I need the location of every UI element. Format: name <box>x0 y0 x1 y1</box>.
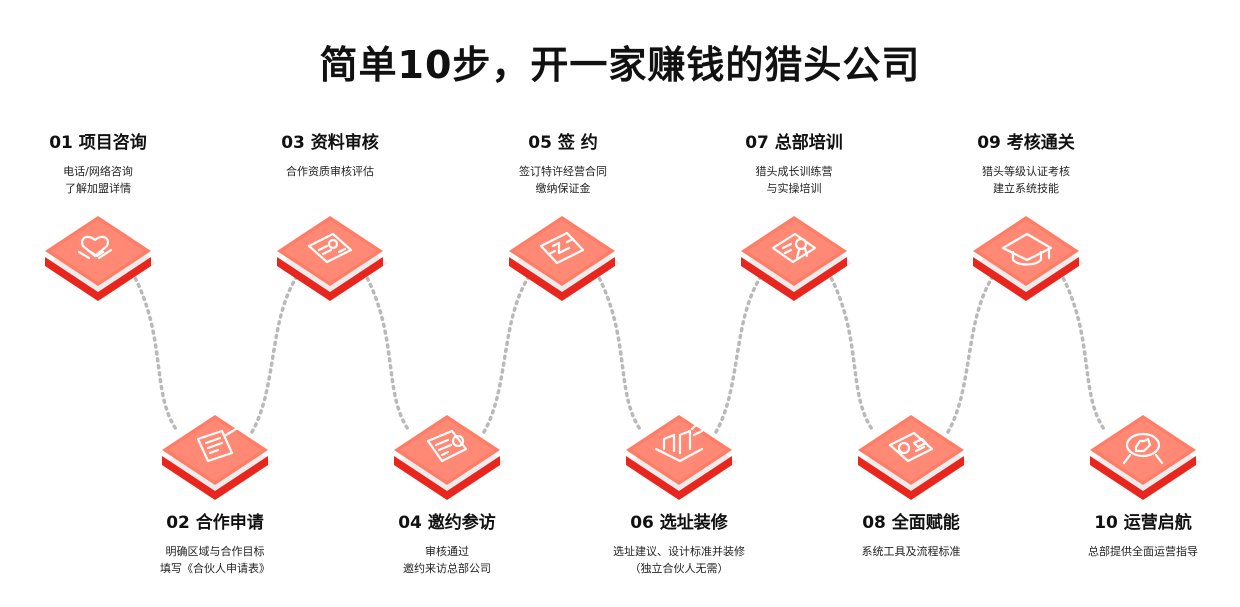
step-title: 05 签 约 <box>528 133 598 153</box>
step-06-text: 06 选址装修 选址建议、设计标准并装修 （独立合伙人无需） <box>579 508 779 577</box>
step-desc-line: 建立系统技能 <box>993 182 1059 195</box>
step-title: 01 项目咨询 <box>49 133 147 153</box>
step-05-tile <box>497 206 627 310</box>
step-02-tile <box>150 405 280 509</box>
step-desc-line: 邀约来访总部公司 <box>403 562 491 575</box>
step-07-text: 07 总部培训 猎头成长训练营 与实操培训 <box>694 128 894 197</box>
system-tools-icon <box>858 415 969 500</box>
step-desc-line: 猎头成长训练营 <box>755 165 833 178</box>
step-title: 08 全面赋能 <box>862 513 960 533</box>
step-desc-line: 选址建议、设计标准并装修 <box>613 545 745 558</box>
step-desc-line: 电话/网络咨询 <box>63 165 133 178</box>
step-desc-line: 缴纳保证金 <box>535 182 591 195</box>
step-desc-line: 填写《合伙人申请表》 <box>160 562 270 575</box>
step-09-tile <box>961 206 1091 310</box>
step-desc-line: 了解加盟详情 <box>65 182 131 195</box>
step-06-tile <box>614 405 744 509</box>
building-tools-icon <box>626 415 737 500</box>
training-certificate-icon <box>741 216 852 301</box>
step-desc-line: 签订特许经营合同 <box>519 165 607 178</box>
step-03-tile <box>265 206 395 310</box>
step-title: 04 邀约参访 <box>398 513 496 533</box>
step-02-text: 02 合作申请 明确区域与合作目标 填写《合伙人申请表》 <box>115 508 315 577</box>
step-title: 06 选址装修 <box>630 513 728 533</box>
step-title: 02 合作申请 <box>166 513 264 533</box>
step-03-text: 03 资料审核 合作资质审核评估 <box>230 128 430 180</box>
application-form-icon <box>162 415 273 500</box>
step-05-text: 05 签 约 签订特许经营合同 缴纳保证金 <box>463 128 663 197</box>
step-04-tile <box>382 405 512 509</box>
step-desc-line: 与实操培训 <box>766 182 822 195</box>
step-01-tile <box>33 206 163 310</box>
contract-icon <box>509 216 620 301</box>
step-desc-line: 审核通过 <box>425 545 469 558</box>
step-08-tile <box>846 405 976 509</box>
graduation-cap-icon <box>973 216 1084 301</box>
step-desc-line: 总部提供全面运营指导 <box>1088 545 1198 558</box>
page-title: 简单10步，开一家赚钱的猎头公司 <box>319 43 921 87</box>
step-title: 03 资料审核 <box>281 133 379 153</box>
step-desc-line: 猎头等级认证考核 <box>982 165 1070 178</box>
step-08-text: 08 全面赋能 系统工具及流程标准 <box>811 508 1011 560</box>
step-title: 07 总部培训 <box>745 133 843 153</box>
id-card-review-icon <box>277 216 388 301</box>
step-title: 09 考核通关 <box>977 133 1075 153</box>
step-desc-line: 系统工具及流程标准 <box>861 545 961 558</box>
step-01-text: 01 项目咨询 电话/网络咨询 了解加盟详情 <box>0 128 198 197</box>
step-title: 10 运营启航 <box>1094 513 1192 533</box>
step-10-text: 10 运营启航 总部提供全面运营指导 <box>1043 508 1240 560</box>
step-09-text: 09 考核通关 猎头等级认证考核 建立系统技能 <box>926 128 1126 197</box>
step-desc-line: 明确区域与合作目标 <box>165 545 265 558</box>
handshake-heart-icon <box>45 216 156 301</box>
thumbs-up-badge-icon <box>1090 415 1201 500</box>
step-desc-line: 合作资质审核评估 <box>286 165 374 178</box>
step-07-tile <box>729 206 859 310</box>
step-04-text: 04 邀约参访 审核通过 邀约来访总部公司 <box>347 508 547 577</box>
step-desc-line: （独立合伙人无需） <box>629 562 729 575</box>
step-10-tile <box>1078 405 1208 509</box>
invitation-document-icon <box>394 415 505 500</box>
